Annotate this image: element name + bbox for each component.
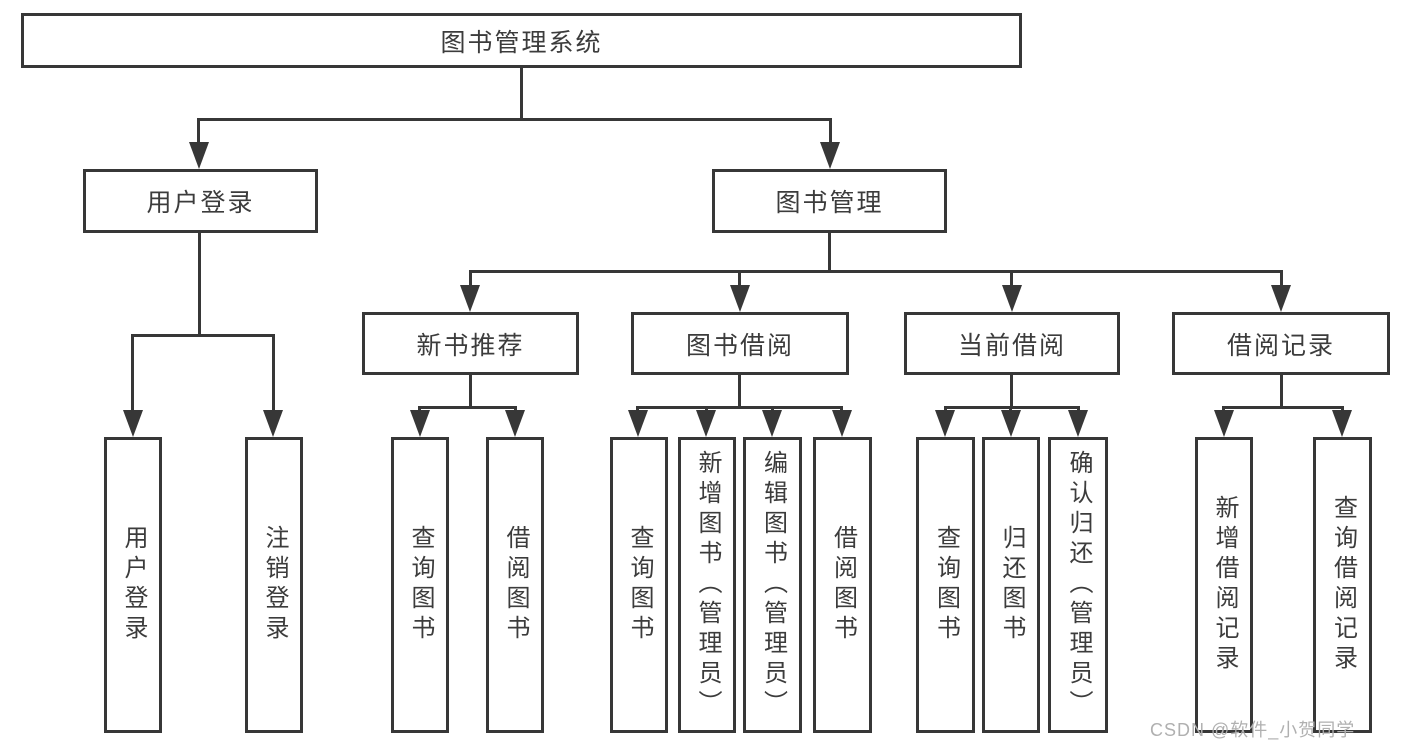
node-label: 当前借阅 bbox=[957, 331, 1066, 360]
leaf-borrow-books: 借阅图书 bbox=[813, 437, 872, 733]
arrow-down-icon bbox=[1001, 410, 1021, 437]
arrow-down-icon bbox=[460, 285, 480, 312]
leaf-logout: 注销登录 bbox=[245, 437, 303, 733]
leaf-label: 确认归还（管理员） bbox=[1065, 450, 1092, 720]
leaf-label: 归还图书 bbox=[998, 525, 1025, 645]
leaf-query-books-recommend: 查询图书 bbox=[391, 437, 449, 733]
connector-line bbox=[738, 373, 741, 409]
leaf-query-books-current: 查询图书 bbox=[916, 437, 975, 733]
arrow-down-icon bbox=[730, 285, 750, 312]
arrow-down-icon bbox=[1332, 410, 1352, 437]
connector-line bbox=[1010, 270, 1013, 288]
leaf-label: 新增借阅记录 bbox=[1211, 495, 1238, 675]
arrow-down-icon bbox=[1271, 285, 1291, 312]
arrow-down-icon bbox=[1068, 410, 1088, 437]
leaf-label: 借阅图书 bbox=[829, 525, 857, 645]
connector-line bbox=[198, 231, 201, 337]
leaf-query-borrow-record: 查询借阅记录 bbox=[1313, 437, 1372, 733]
leaf-label: 查询图书 bbox=[626, 525, 653, 645]
connector-line bbox=[1222, 406, 1344, 409]
node-library-management-system: 图书管理系统 bbox=[21, 13, 1022, 68]
arrow-down-icon bbox=[263, 410, 283, 437]
node-current-borrowing: 当前借阅 bbox=[904, 312, 1120, 375]
node-label: 用户登录 bbox=[146, 189, 255, 217]
arrow-down-icon bbox=[935, 410, 955, 437]
node-borrowing-records: 借阅记录 bbox=[1172, 312, 1390, 375]
node-label: 新书推荐 bbox=[416, 331, 525, 360]
leaf-add-borrow-record: 新增借阅记录 bbox=[1195, 437, 1253, 733]
node-user-login: 用户登录 bbox=[83, 169, 318, 233]
csdn-watermark: CSDN @软件_小贺同学 bbox=[1150, 720, 1356, 740]
connector-line bbox=[469, 373, 472, 409]
arrow-down-icon bbox=[762, 410, 782, 437]
leaf-confirm-return-admin: 确认归还（管理员） bbox=[1048, 437, 1108, 733]
connector-line bbox=[944, 406, 1080, 409]
node-book-management: 图书管理 bbox=[712, 169, 947, 233]
connector-line bbox=[828, 231, 831, 273]
connector-line bbox=[636, 406, 843, 409]
connector-line bbox=[738, 270, 741, 288]
arrow-down-icon bbox=[1214, 410, 1234, 437]
connector-line bbox=[131, 334, 275, 337]
connector-line bbox=[520, 66, 523, 120]
node-book-borrowing: 图书借阅 bbox=[631, 312, 849, 375]
node-label: 图书管理 bbox=[775, 189, 884, 217]
arrow-down-icon bbox=[123, 410, 143, 437]
leaf-add-books-admin: 新增图书（管理员） bbox=[678, 437, 736, 733]
node-label: 图书管理系统 bbox=[440, 28, 603, 57]
connector-line bbox=[1010, 373, 1013, 409]
leaf-label: 注销登录 bbox=[261, 525, 288, 645]
arrow-down-icon bbox=[1002, 285, 1022, 312]
connector-line bbox=[1280, 373, 1283, 409]
connector-line bbox=[469, 270, 472, 288]
leaf-edit-books-admin: 编辑图书（管理员） bbox=[743, 437, 802, 733]
node-new-book-recommendation: 新书推荐 bbox=[362, 312, 579, 375]
leaf-query-books-borrow: 查询图书 bbox=[610, 437, 668, 733]
connector-line bbox=[1280, 270, 1283, 288]
arrow-down-icon bbox=[628, 410, 648, 437]
leaf-label: 新增图书（管理员） bbox=[694, 450, 721, 720]
node-label: 借阅记录 bbox=[1226, 331, 1335, 360]
node-label: 图书借阅 bbox=[685, 331, 794, 360]
leaf-label: 查询借阅记录 bbox=[1329, 495, 1357, 675]
leaf-borrow-books-recommend: 借阅图书 bbox=[486, 437, 544, 733]
leaf-label: 编辑图书（管理员） bbox=[759, 450, 787, 720]
leaf-label: 查询图书 bbox=[407, 525, 434, 645]
connector-line bbox=[418, 406, 517, 409]
leaf-label: 用户登录 bbox=[120, 525, 147, 645]
leaf-label: 借阅图书 bbox=[502, 525, 529, 645]
arrow-down-icon bbox=[696, 410, 716, 437]
connector-line bbox=[131, 334, 134, 413]
connector-line bbox=[197, 118, 200, 146]
arrow-down-icon bbox=[505, 410, 525, 437]
connector-line bbox=[272, 334, 275, 413]
arrow-down-icon bbox=[832, 410, 852, 437]
connector-line bbox=[829, 118, 832, 146]
leaf-return-books: 归还图书 bbox=[982, 437, 1040, 733]
connector-line bbox=[197, 118, 832, 121]
leaf-user-login: 用户登录 bbox=[104, 437, 162, 733]
leaf-label: 查询图书 bbox=[932, 525, 960, 645]
arrow-down-icon bbox=[820, 142, 840, 169]
connector-line bbox=[469, 270, 1283, 273]
arrow-down-icon bbox=[189, 142, 209, 169]
arrow-down-icon bbox=[410, 410, 430, 437]
